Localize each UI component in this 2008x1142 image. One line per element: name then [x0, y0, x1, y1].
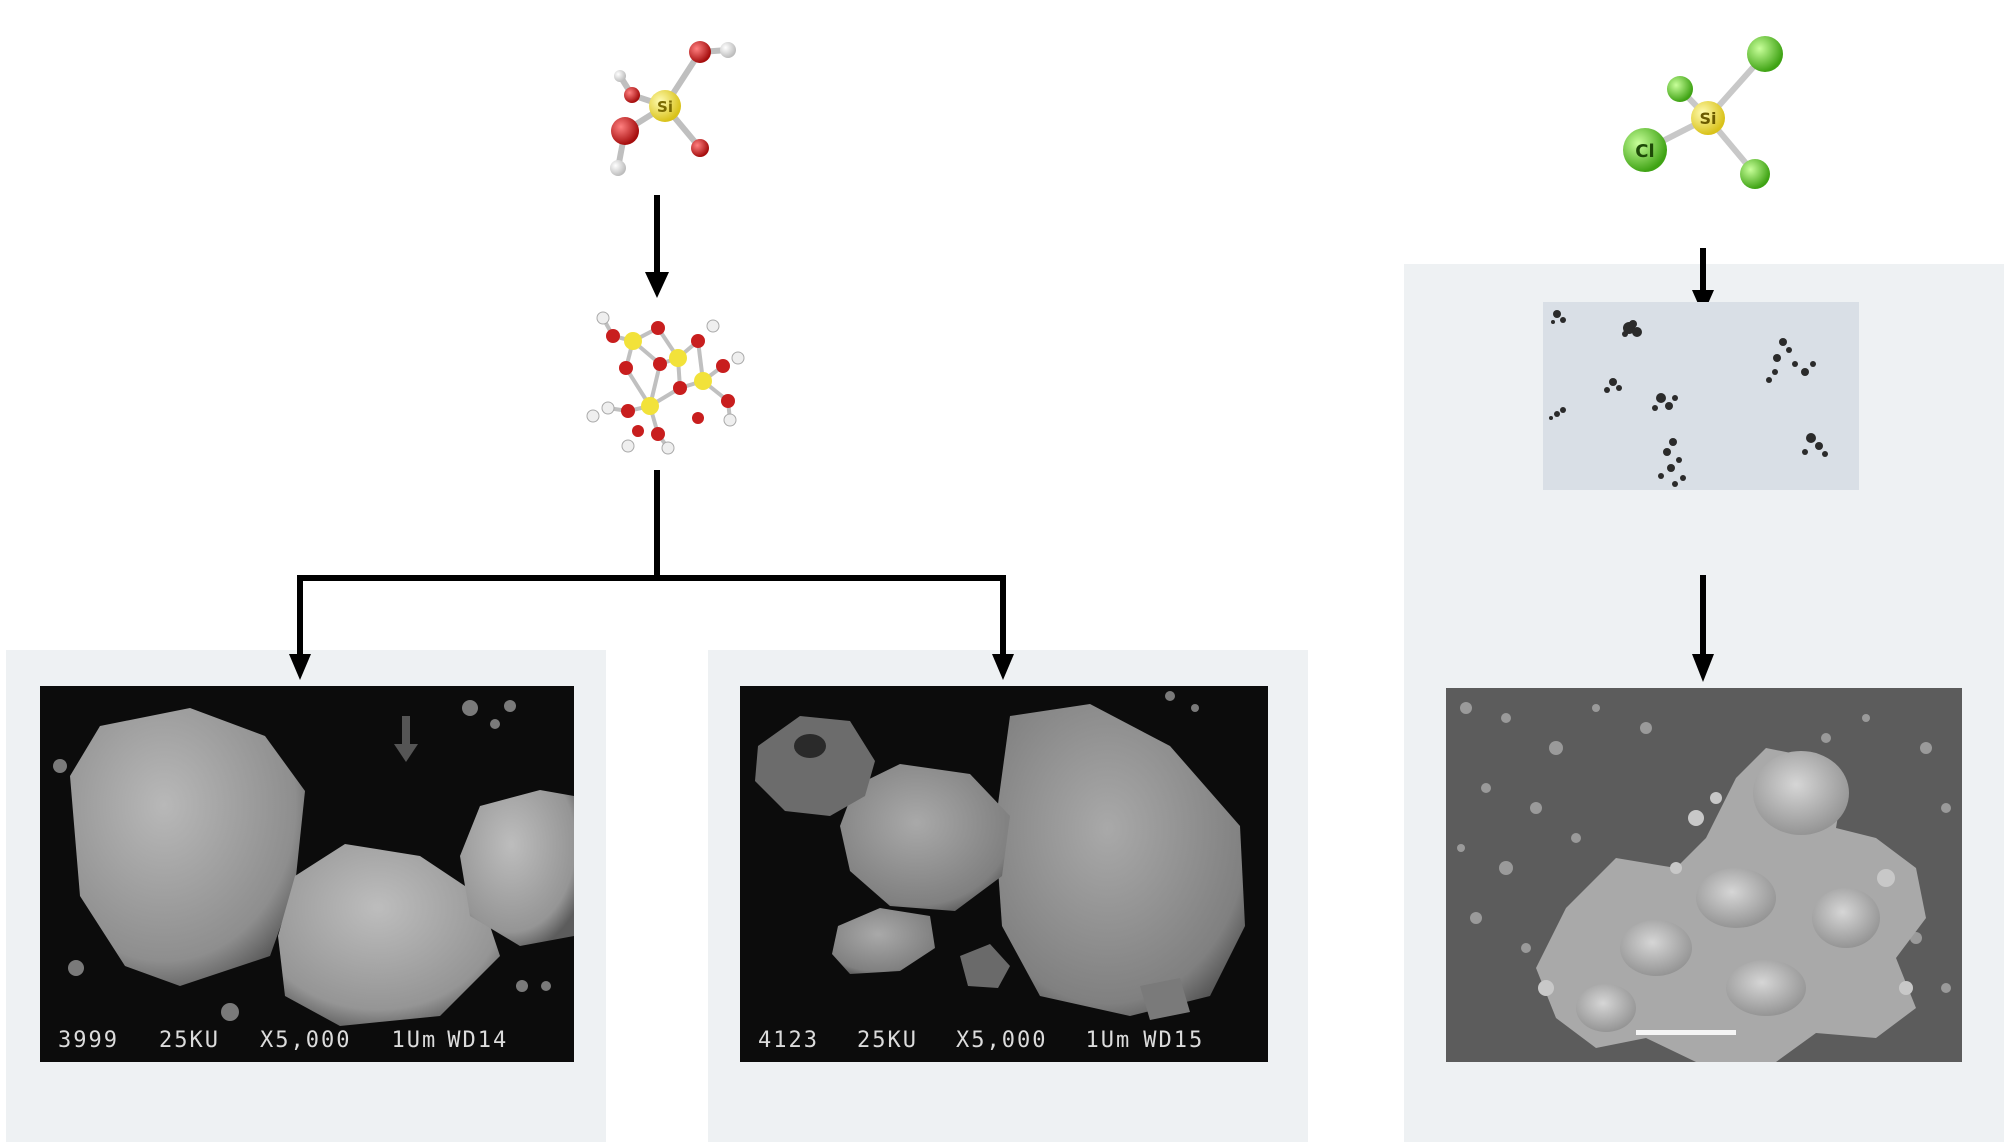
silicic-acid-molecule: Si — [610, 41, 736, 176]
sem-middle-magnification: X5,000 — [955, 1027, 1048, 1053]
silicon-tetrachloride-molecule: Cl Si — [1623, 36, 1783, 189]
sicl4-si-label: Si — [1699, 109, 1716, 128]
sem-left-voltage: 25KU — [158, 1027, 220, 1053]
sem-left-magnification: X5,000 — [259, 1027, 352, 1053]
sem-image-left: 3999 25KU X5,000 1Um WD14 — [40, 686, 574, 1062]
sem-image-middle: 4123 25KU X5,000 1Um WD15 — [740, 686, 1268, 1062]
sem-middle-sample-id: 4123 — [758, 1027, 819, 1053]
tem-aggregates-image — [1543, 302, 1859, 490]
sem-middle-caption: 4123 25KU X5,000 1Um WD15 — [740, 1018, 1268, 1062]
sem-right-scale-bar — [1636, 1030, 1736, 1035]
silicic-acid-si-label: Si — [657, 98, 673, 116]
arrow-acid-to-cluster — [645, 195, 669, 298]
silica-cluster-molecule — [586, 311, 745, 455]
sem-middle-voltage: 25KU — [856, 1027, 918, 1053]
sem-image-right — [1446, 688, 1962, 1062]
sem-middle-working-distance: WD15 — [1143, 1027, 1205, 1053]
sem-left-working-distance: WD14 — [447, 1027, 509, 1053]
sem-middle-particle-small — [832, 908, 935, 974]
arrow-to-middle-sem — [992, 654, 1014, 680]
arrow-to-left-sem — [289, 654, 311, 680]
sem-left-scale: 1Um — [391, 1027, 438, 1053]
sem-middle-particle-large — [995, 704, 1245, 1016]
sem-left-particle-right — [460, 790, 574, 946]
sem-middle-scale: 1Um — [1085, 1027, 1132, 1053]
arrow-tem-to-sem — [1692, 575, 1714, 682]
sem-middle-particle-round — [840, 764, 1010, 911]
branch-connector — [297, 470, 1006, 660]
sem-left-particle-large — [70, 708, 305, 986]
sem-left-arrow-marker — [394, 716, 418, 762]
sicl4-cl-label: Cl — [1635, 141, 1654, 162]
sem-left-particle-middle — [278, 844, 500, 1026]
sem-middle-particle-porous — [755, 716, 875, 816]
sem-left-sample-id: 3999 — [58, 1027, 119, 1053]
sem-left-caption: 3999 25KU X5,000 1Um WD14 — [40, 1018, 574, 1062]
